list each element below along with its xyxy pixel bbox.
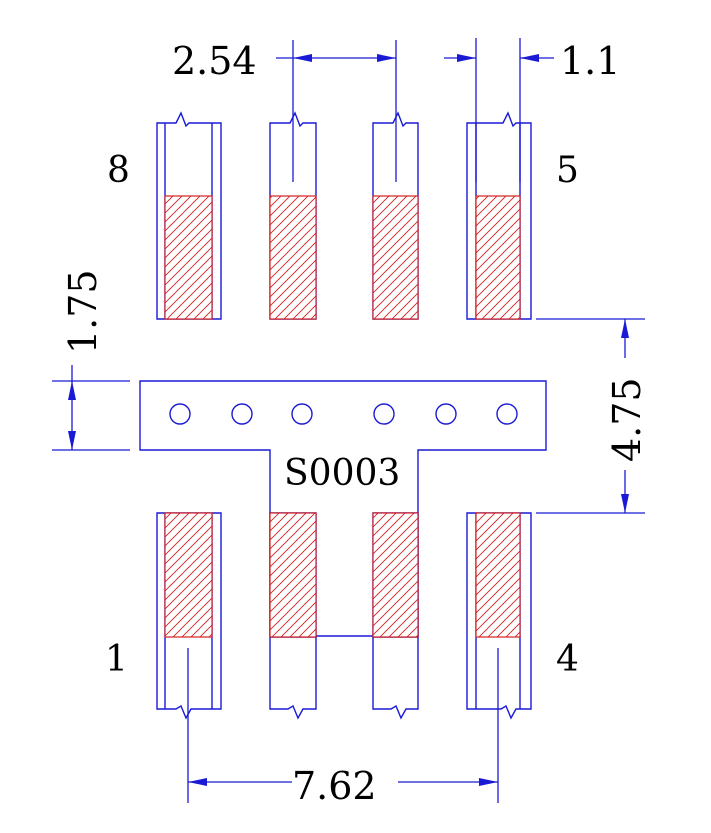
dimension-pad-gap: 4.75 xyxy=(536,318,649,514)
pin-label-8: 8 xyxy=(107,150,130,191)
lead-pin-1 xyxy=(156,512,222,720)
top-lead-row xyxy=(156,111,532,320)
dim-lead-width-label: 1.1 xyxy=(560,39,620,83)
pad-pin-3 xyxy=(372,512,419,638)
pad-pin-7 xyxy=(269,195,317,320)
pad-pin-5 xyxy=(475,195,521,320)
part-name-label: S0003 xyxy=(284,453,400,494)
dimension-row-span: 7.62 xyxy=(187,648,499,808)
dimension-lead-width: 1.1 xyxy=(444,38,620,182)
pad-pin-2 xyxy=(269,512,317,638)
dimension-pitch: 2.54 xyxy=(172,39,397,182)
pad-pin-4 xyxy=(475,512,521,638)
pad-pin-1 xyxy=(164,512,213,638)
lead-pin-4 xyxy=(466,512,532,720)
pin-label-4: 4 xyxy=(556,639,579,680)
dim-pitch-label: 2.54 xyxy=(172,39,257,83)
bottom-lead-row xyxy=(156,512,532,720)
hole-3 xyxy=(291,403,313,425)
pad-pin-8 xyxy=(164,195,213,320)
dim-pad-gap-label: 4.75 xyxy=(605,377,649,462)
hole-4 xyxy=(373,403,395,425)
hole-5 xyxy=(435,403,457,425)
dim-row-span-label: 7.62 xyxy=(292,764,377,808)
hole-2 xyxy=(231,403,253,425)
pin-label-5: 5 xyxy=(556,150,579,191)
dimension-body-height: 1.75 xyxy=(52,269,130,451)
pad-pin-6 xyxy=(372,195,419,320)
pin-label-1: 1 xyxy=(105,639,128,680)
hole-1 xyxy=(169,403,191,425)
hole-6 xyxy=(496,403,518,425)
dim-body-height-label: 1.75 xyxy=(61,269,105,354)
vent-holes xyxy=(169,403,518,425)
